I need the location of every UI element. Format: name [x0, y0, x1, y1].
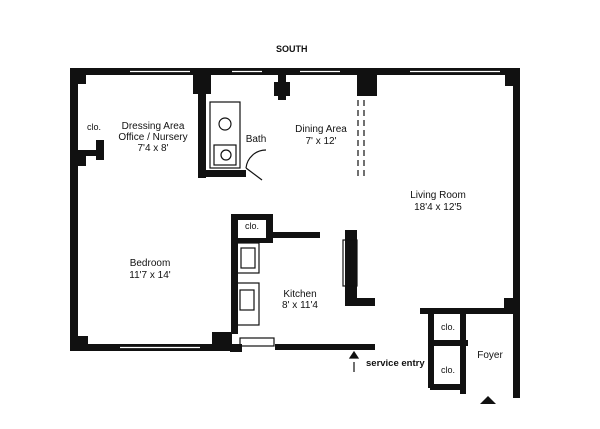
- dressing-room-line2: Office / Nursery: [118, 132, 188, 143]
- windows: [120, 70, 500, 349]
- service-entry-label: service entry: [366, 358, 425, 369]
- living-room-size: 18'4 x 12'5: [414, 202, 462, 213]
- bath-fixtures: [209, 101, 267, 181]
- dressing-room-line1: Dressing Area: [121, 121, 185, 132]
- kitchen-size: 8' x 11'4: [282, 300, 318, 311]
- interior-walls: [78, 68, 516, 394]
- closet-label-foyer-top: clo.: [440, 322, 455, 332]
- kitchen-fixtures: [236, 242, 275, 347]
- closet-label-foyer-bottom: clo.: [440, 365, 455, 375]
- entrance-arrow: [480, 396, 496, 404]
- foyer-label: Foyer: [477, 350, 503, 361]
- bath-label: Bath: [245, 134, 267, 145]
- dining-area-label: Dining Area: [295, 124, 347, 135]
- dining-divider: [357, 100, 365, 178]
- living-room-label: Living Room: [410, 190, 466, 201]
- orientation-label: SOUTH: [276, 44, 308, 54]
- service-entry-arrow: [348, 350, 360, 372]
- bedroom-label: Bedroom: [129, 258, 171, 269]
- closet-label-left: clo.: [86, 122, 101, 132]
- bedroom-size: 11'7 x 14': [129, 270, 171, 281]
- dining-area-size: 7' x 12': [305, 136, 337, 147]
- dressing-room-size: 7'4 x 8': [137, 143, 169, 154]
- kitchen-label: Kitchen: [283, 289, 317, 300]
- radiator: [342, 239, 358, 287]
- closet-label-kitchen: clo.: [244, 221, 259, 231]
